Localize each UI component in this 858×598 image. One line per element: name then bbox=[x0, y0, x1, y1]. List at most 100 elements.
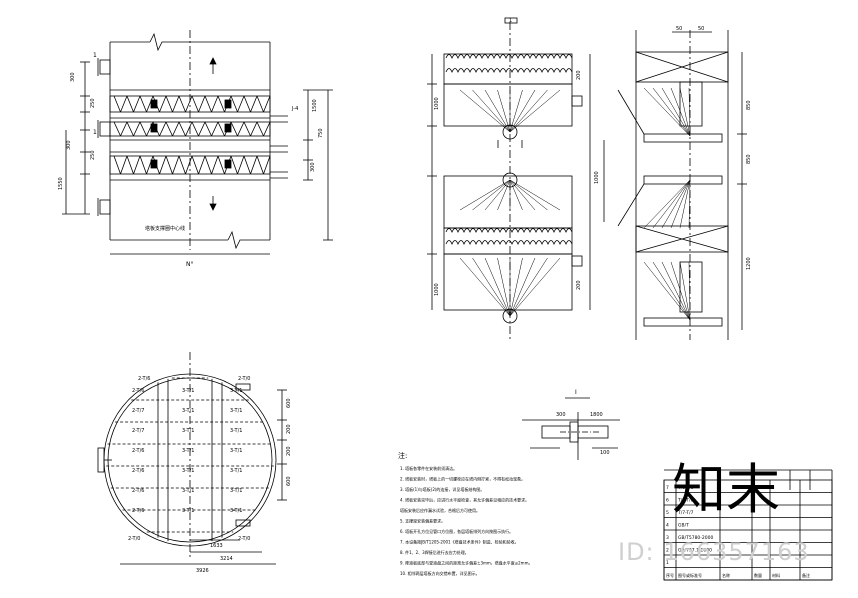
plan-dim-right-0: 600 bbox=[286, 398, 292, 408]
bom-cell: GB/T5780-2000 bbox=[678, 535, 714, 541]
notes-list: 1. 塔板各零件在安装前须清洁。 2. 塔板安装时，塔板上的一切螺栓应在塔内侧拧紧… bbox=[400, 465, 532, 576]
wavy-packing bbox=[445, 54, 573, 246]
plan-row-label-right: 3-T/1 bbox=[230, 508, 242, 514]
bom-header-cell: 图号或标准号 bbox=[678, 572, 702, 578]
elev-bottom-label: N° bbox=[186, 261, 194, 268]
tray-valve-pattern bbox=[113, 95, 271, 175]
plan-row-label-mid: 3-T/1 bbox=[182, 508, 194, 514]
plan-corner-tag-1: 2-T/0 bbox=[238, 376, 250, 382]
bom-cell: GB/T bbox=[678, 523, 689, 529]
elev-mark-1: 1 bbox=[93, 52, 97, 59]
note-line: 8. 件1、2、3焊接后进行去应力处理。 bbox=[400, 549, 469, 555]
tray-stack bbox=[109, 89, 271, 181]
left-nozzles bbox=[97, 58, 111, 216]
end-top-dim-0: 50 bbox=[676, 26, 682, 32]
plan-row-label-left: 2-T/6 bbox=[132, 448, 144, 454]
elev-center-note: 塔板支撑圈中心线 bbox=[145, 225, 185, 232]
bom-cell: 6 bbox=[666, 498, 669, 504]
end-dim-1: 850 bbox=[746, 154, 752, 164]
left-dimensions bbox=[62, 61, 90, 215]
bom-table bbox=[663, 469, 833, 581]
bom-cell: 5 bbox=[666, 510, 669, 516]
plan-row-label-left: 2-T/6 bbox=[132, 488, 144, 494]
bom-cell: T/7-T/7 bbox=[677, 510, 694, 516]
plan-corner-tag-3: 2-T/0 bbox=[128, 536, 140, 542]
notes-heading: 注: bbox=[398, 451, 407, 460]
detail-dim-0: 300 bbox=[556, 412, 566, 418]
plan-row-label-mid: 3-T/1 bbox=[182, 448, 194, 454]
note-line: 塔板安装后应作漏水试验，合格后方可使用。 bbox=[400, 507, 480, 513]
note-line: 5. 支撑梁安装偏差要求。 bbox=[400, 518, 445, 524]
detail-I bbox=[522, 397, 620, 460]
side-dim-0: 1000 bbox=[434, 97, 440, 110]
plan-row-label-left: 2-T/7 bbox=[132, 428, 144, 434]
end-dim-0: 850 bbox=[746, 100, 752, 110]
plan-row-label-right: 3-T/1 bbox=[230, 488, 242, 494]
plan-dim-bottom-2: 3926 bbox=[196, 568, 209, 574]
note-line: 3. 塔板(1)与塔板(2)的连接，详见塔板结构图。 bbox=[400, 486, 484, 492]
bom-cell: GB/T97.1-2000 bbox=[678, 548, 712, 554]
tray-panel-grid bbox=[106, 377, 274, 542]
elev-dim-left-0: 300 bbox=[70, 72, 76, 82]
bom-cell: T/6-T/6 bbox=[677, 485, 694, 491]
plan-dim-right-1: 200 bbox=[286, 424, 292, 434]
bom-cell: T/6-T/6 bbox=[677, 498, 694, 504]
bom-cell: 2 bbox=[666, 548, 669, 554]
plan-row-label-left: 2-T/6 bbox=[132, 508, 144, 514]
watermark-logo-text: 知末 bbox=[672, 458, 780, 521]
elev-dim-right-0: 1500 bbox=[312, 99, 318, 112]
end-dim-2: 1200 bbox=[746, 257, 752, 270]
bom-cell: 7 bbox=[666, 485, 669, 491]
elev-dim-right-2: 300 bbox=[310, 162, 316, 172]
note-line: 2. 塔板安装时，塔板上的一切螺栓应在塔内侧拧紧，不得有松动现象。 bbox=[400, 476, 525, 482]
detail-dim-2: 100 bbox=[600, 450, 610, 456]
elev-mark-2: 1 bbox=[93, 129, 97, 136]
side-dim-1: 200 bbox=[576, 70, 582, 80]
side-dim-2: 1000 bbox=[594, 171, 600, 184]
elevation-view bbox=[62, 30, 333, 255]
bom-header-cell: 材料 bbox=[772, 572, 780, 578]
right-nozzles bbox=[270, 115, 288, 179]
elev-dim-right-1: 750 bbox=[318, 128, 324, 138]
bom-header-cell: 备注 bbox=[802, 572, 810, 578]
plan-row-label-left: 2-T/6 bbox=[132, 468, 144, 474]
plan-row-label-left: 2-T/6 bbox=[132, 388, 144, 394]
elev-dim-left-4: 1550 bbox=[58, 177, 64, 190]
note-line: 10. 相邻两层塔板方向交错布置，详见图示。 bbox=[400, 570, 480, 576]
plan-row-label-right: 3-T/1 bbox=[230, 408, 242, 414]
end-support-rays bbox=[617, 87, 691, 321]
text-layer: 300 250 300 250 1550 1 1 J-4 1500 750 30… bbox=[58, 18, 810, 578]
bom-cell: 4 bbox=[666, 523, 669, 529]
plan-dim-right-2: 200 bbox=[286, 446, 292, 456]
plan-row-label-right: 3-T/1 bbox=[230, 468, 242, 474]
plan-row-label-right: 3-T/1 bbox=[230, 388, 242, 394]
side-dim-4: 1000 bbox=[434, 283, 440, 296]
note-line: 6. 塔板开孔方位见管口方位图，各层塔板排列方向按图示执行。 bbox=[400, 528, 513, 534]
plan-dim-right-3: 600 bbox=[286, 476, 292, 486]
plan-view bbox=[97, 352, 287, 565]
plan-dim-bottom-0: 1633 bbox=[210, 543, 223, 549]
watermark-id: ID: 166357163 bbox=[618, 538, 810, 566]
note-line: 4. 塔板安装完毕后，应进行水平度检查，其允许偏差见相应的技术要求。 bbox=[400, 497, 529, 503]
plan-corner-tag-2: 2-T/0 bbox=[238, 536, 250, 542]
plan-row-label-mid: 3-T/1 bbox=[182, 388, 194, 394]
plan-row-label-mid: 3-T/1 bbox=[182, 408, 194, 414]
elev-dim-left-3: 250 bbox=[90, 150, 96, 160]
note-line: 1. 塔板各零件在安装前须清洁。 bbox=[400, 465, 457, 471]
side-dim-3: 200 bbox=[576, 280, 582, 290]
bom-header-cell: 数量 bbox=[754, 572, 762, 578]
plan-row-label-mid: 3-T/1 bbox=[182, 468, 194, 474]
detail-dim-1: 1800 bbox=[590, 412, 603, 418]
right-dimensions bbox=[303, 89, 333, 241]
plan-row-label-left: 2-T/7 bbox=[132, 408, 144, 414]
bom-cell: 3 bbox=[666, 535, 669, 541]
elev-dim-left-2: 300 bbox=[66, 140, 72, 150]
plan-dim-bottom-1: 3214 bbox=[220, 556, 233, 562]
detail-mark: I bbox=[575, 389, 577, 396]
plan-row-label-right: 3-T/1 bbox=[230, 428, 242, 434]
bom-header-cell: 序号 bbox=[666, 572, 674, 578]
side-top-mark: 1 bbox=[509, 18, 512, 24]
